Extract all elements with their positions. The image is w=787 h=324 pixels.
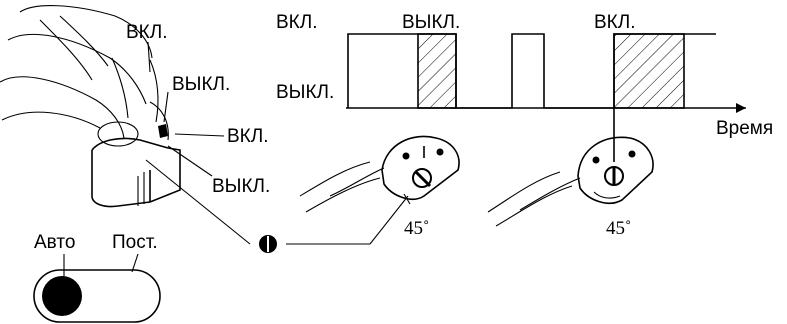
hand-on-label: ВКЛ. [126,22,168,43]
leader-hand-off [163,91,169,123]
mode-const-label: Пост. [112,232,158,253]
leader-side-on [174,133,225,137]
timing-hatch-1 [417,33,457,109]
timing-on-2-label: ВКЛ. [594,12,636,33]
angle-2-label: 45˚ [606,218,631,239]
side-on-label: ВКЛ. [227,126,269,147]
side-off-label: ВЫКЛ. [212,176,270,197]
angle-1-label: 45˚ [404,218,429,239]
dial-icon [299,135,460,213]
knob-icon [259,235,277,253]
timing-on-1-label: ВКЛ. [276,12,318,33]
leader-const [131,253,139,273]
dial-icon [487,108,654,227]
hand-icon [0,5,169,147]
leader-side-off [167,145,213,177]
hand-off-label: ВЫКЛ. [172,74,230,95]
leader-knob-diagonal [369,195,409,245]
mode-auto-label: Авто [34,232,75,253]
time-axis-arrow-icon [736,103,746,113]
timing-waveform [347,33,716,109]
slider-switch-icon[interactable] [33,269,161,323]
timing-off-left-label: ВЫКЛ. [276,82,334,103]
time-axis-label: Время [716,118,773,139]
stalk-body [91,124,181,208]
leader-knob-left [145,159,251,245]
timing-off-top-label: ВЫКЛ. [402,12,460,33]
timing-hatch-2 [613,33,685,109]
leader-hand-on [147,41,151,73]
